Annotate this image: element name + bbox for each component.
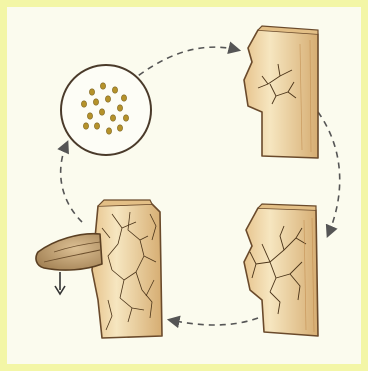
spore-circle-icon [61,65,151,155]
spreading-mycelium-log-icon [244,204,318,336]
bracket-fungus-icon [36,234,102,270]
cycle-arrow-spreading-to-fruiting [170,318,258,325]
early-mycelium-log-icon [244,26,318,158]
cycle-arrow-fruiting-to-spores [61,143,82,222]
fruiting-body-log-icon [92,200,162,338]
cycle-arrow-spores-to-early [130,47,238,82]
cycle-arrow-early-to-spreading [318,112,340,235]
spore-release-arrow-icon [55,272,65,294]
